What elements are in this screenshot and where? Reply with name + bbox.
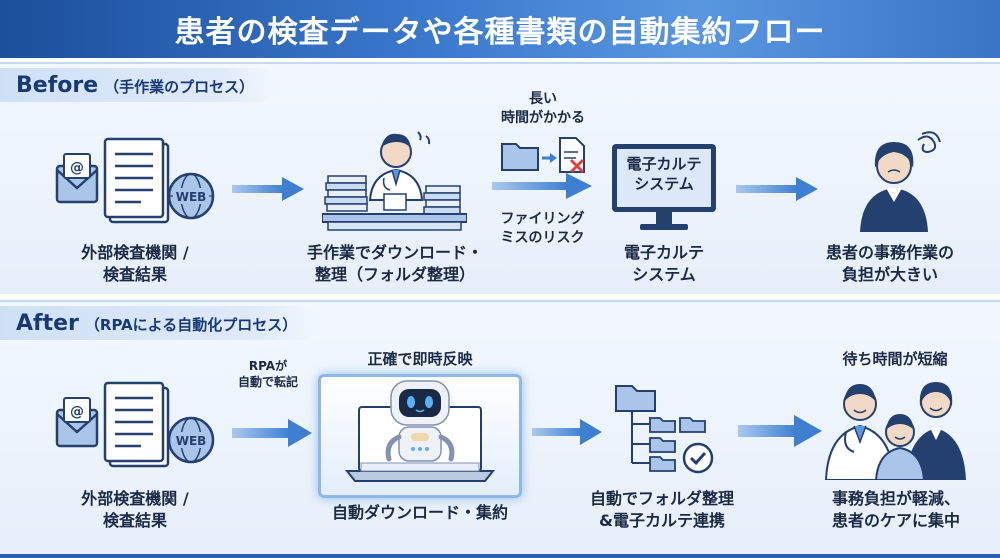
- after-panel: After （RPAによる自動化プロセス） @ WEB 外部検査機関 / 検査: [0, 300, 1000, 558]
- wait-note: 待ち時間が短縮: [842, 350, 948, 368]
- arrow-right-icon: [232, 419, 312, 447]
- folder-file-error-icon: [501, 137, 585, 174]
- after-section-label: After （RPAによる自動化プロセス）: [0, 306, 320, 340]
- title-bar: 患者の検査データや各種書類の自動集約フロー: [0, 0, 1000, 58]
- document-icon: [103, 137, 170, 224]
- stressed-person-icon: [860, 131, 941, 232]
- folder-icon: [501, 143, 539, 171]
- email-icon: @: [55, 397, 99, 448]
- web-globe-icon: WEB: [167, 172, 215, 220]
- rpa-note: RPAが 自動で転記: [237, 359, 298, 389]
- stressed-worker-desk-icon: [322, 131, 467, 231]
- arrow-right-icon: [738, 415, 822, 447]
- svg-text:@: @: [70, 404, 84, 420]
- after-label-sub: （RPAによる自動化プロセス）: [84, 316, 298, 334]
- before-source-caption: 外部検査機関 / 検査結果: [81, 243, 189, 284]
- time-note: 長い 時間がかかる: [501, 91, 585, 126]
- before-label-sub: （手作業のプロセス）: [104, 78, 255, 96]
- risk-note: ファイリング ミスのリスク: [500, 211, 585, 246]
- svg-text:WEB: WEB: [176, 190, 207, 204]
- folder-tree-check-icon: [615, 385, 714, 474]
- email-document-web-icon: @ WEB: [55, 137, 215, 224]
- before-section-label: Before （手作業のプロセス）: [0, 68, 277, 102]
- folder-icon: [615, 385, 656, 412]
- page-title: 患者の検査データや各種書類の自動集約フロー: [174, 15, 826, 50]
- folder-caption: 自動でフォルダ整理 &電子カルテ連携: [589, 489, 734, 530]
- arrow-right-icon: [736, 177, 818, 201]
- after-source-caption: 外部検査機関 / 検査結果: [81, 489, 189, 530]
- result-caption: 事務負担が軽減、 患者のケアに集中: [831, 489, 960, 530]
- email-document-web-icon: @ WEB: [55, 381, 215, 468]
- ehr-monitor-icon: 電子カルテ システム: [610, 142, 718, 234]
- file-error-icon: [559, 137, 585, 174]
- before-label: Before: [16, 73, 99, 98]
- web-globe-icon: WEB: [167, 416, 215, 464]
- arrow-right-icon: [232, 177, 304, 201]
- robot-laptop-icon: [344, 380, 496, 482]
- after-label: After: [16, 311, 79, 336]
- arrow-right-icon: [492, 173, 592, 199]
- rpa-robot-card: [318, 374, 522, 498]
- before-manual-caption: 手作業でダウンロード・ 整理（フォルダ整理）: [306, 243, 483, 284]
- before-system-caption: 電子カルテ システム: [623, 243, 704, 284]
- before-burden-caption: 患者の事務作業の 負担が大きい: [825, 243, 954, 284]
- monitor-screen-text: 電子カルテ システム: [626, 155, 702, 193]
- svg-text:WEB: WEB: [176, 434, 207, 448]
- realtime-note: 正確で即時反映: [367, 350, 473, 368]
- robot-caption: 自動ダウンロード・集約: [331, 503, 508, 522]
- svg-text:@: @: [70, 160, 84, 176]
- doctor-nurse-patient-icon: [824, 382, 966, 480]
- check-circle-icon: [682, 442, 714, 474]
- before-panel: Before （手作業のプロセス） @ WEB 外部検査機関 /: [0, 62, 1000, 294]
- email-icon: @: [55, 153, 99, 204]
- document-icon: [103, 381, 170, 468]
- arrow-right-icon: [532, 419, 602, 445]
